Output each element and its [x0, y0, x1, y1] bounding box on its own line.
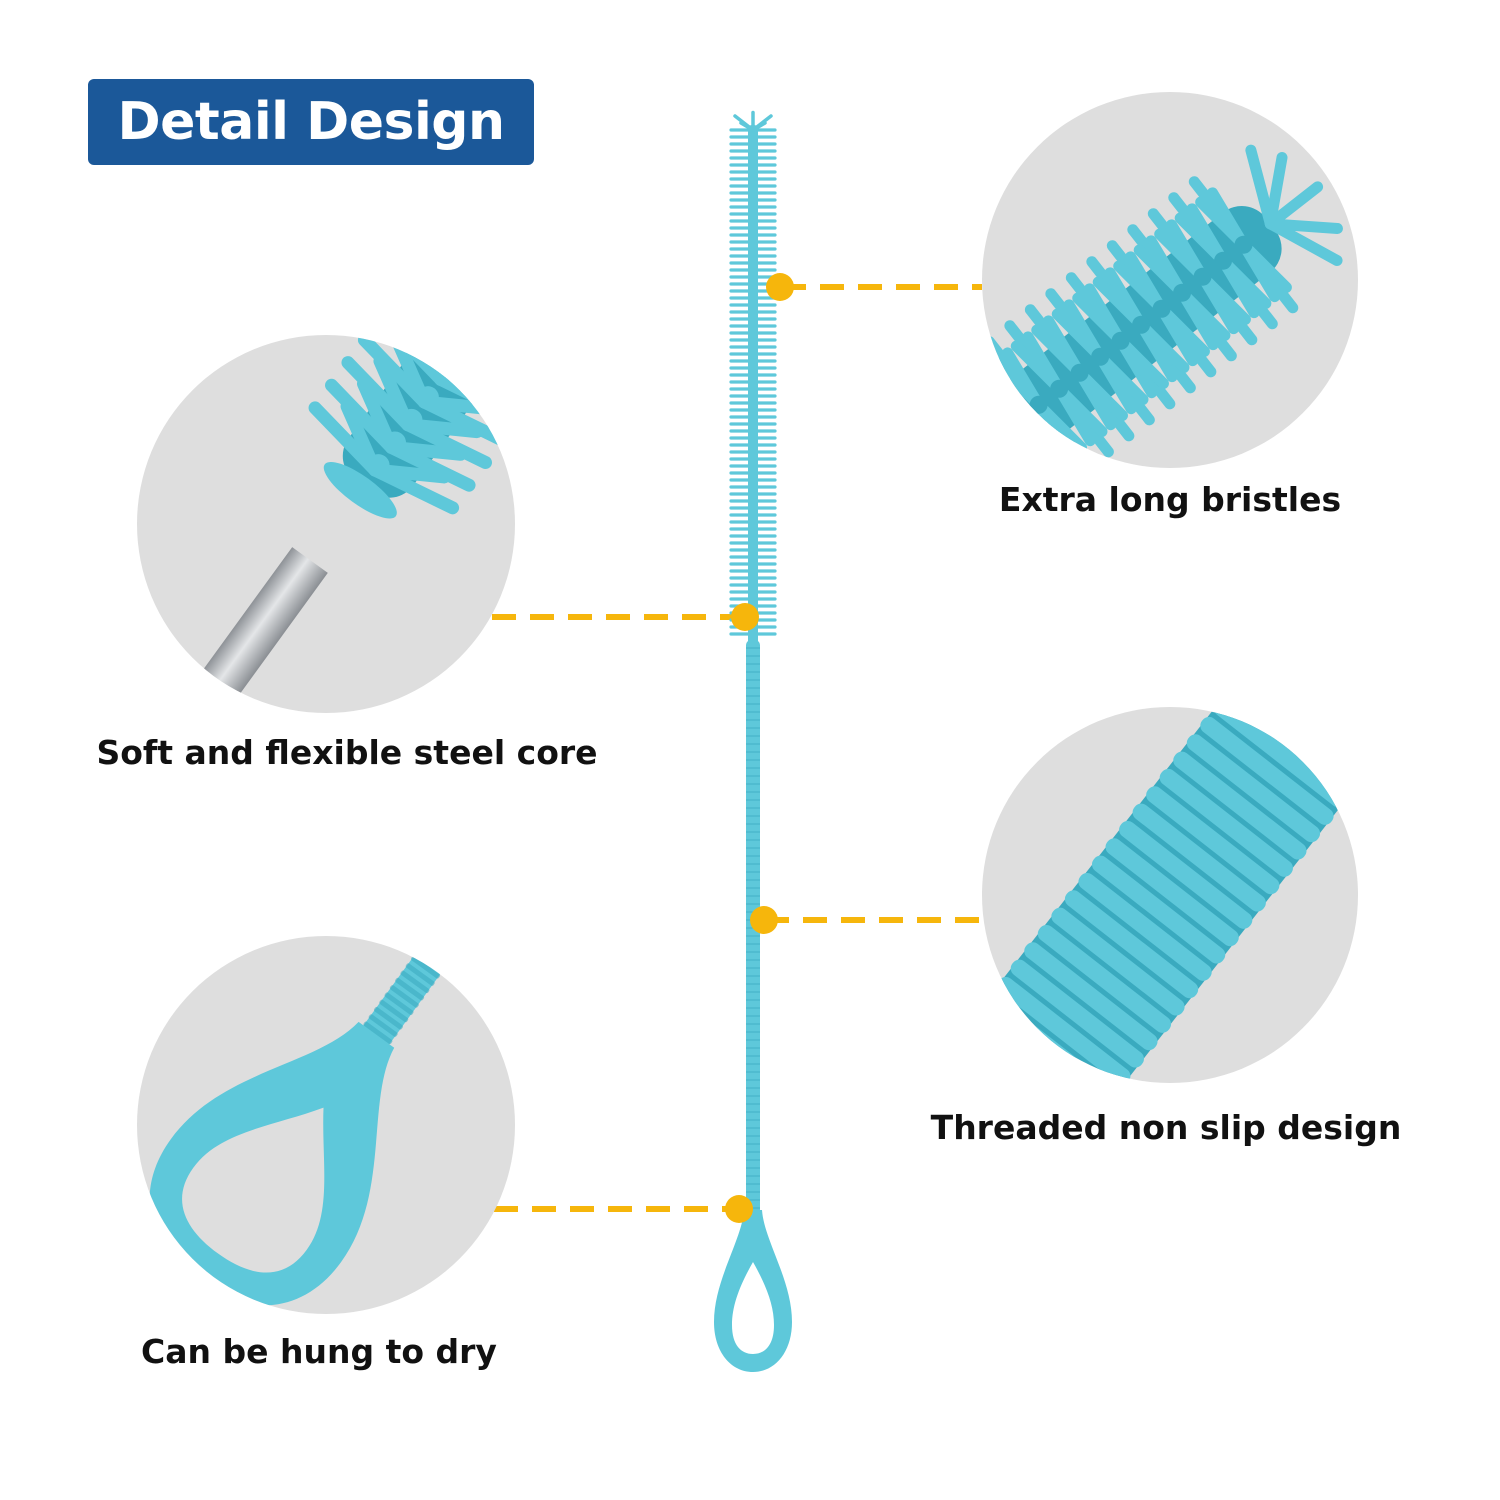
- straw-brush-icon: [714, 110, 792, 1372]
- page-title: Detail Design: [117, 92, 505, 152]
- connector-dot-bristles: [766, 273, 794, 301]
- steel-core-icon: [137, 335, 515, 713]
- connector-dot-loop: [725, 1195, 753, 1223]
- hanging-loop-icon: [137, 936, 515, 1314]
- caption-hung-to-dry: Can be hung to dry: [141, 1332, 497, 1371]
- caption-extra-long-bristles: Extra long bristles: [998, 480, 1342, 519]
- shaft-threads: [746, 647, 760, 1209]
- bristle-core: [748, 125, 758, 645]
- brush-shaft: [746, 640, 760, 1220]
- connector-dot-core: [731, 603, 759, 631]
- connector-lines: [492, 284, 982, 1212]
- connector-dots: [725, 273, 794, 1223]
- title-badge: Detail Design: [88, 79, 534, 165]
- bristle-tip-icon: [982, 92, 1358, 468]
- caption-threaded-design: Threaded non slip design: [930, 1108, 1402, 1147]
- connector-dot-thread: [750, 906, 778, 934]
- caption-steel-core: Soft and flexible steel core: [96, 733, 598, 772]
- hanging-loop: [714, 1210, 792, 1372]
- bristle-tip-star: [733, 110, 773, 132]
